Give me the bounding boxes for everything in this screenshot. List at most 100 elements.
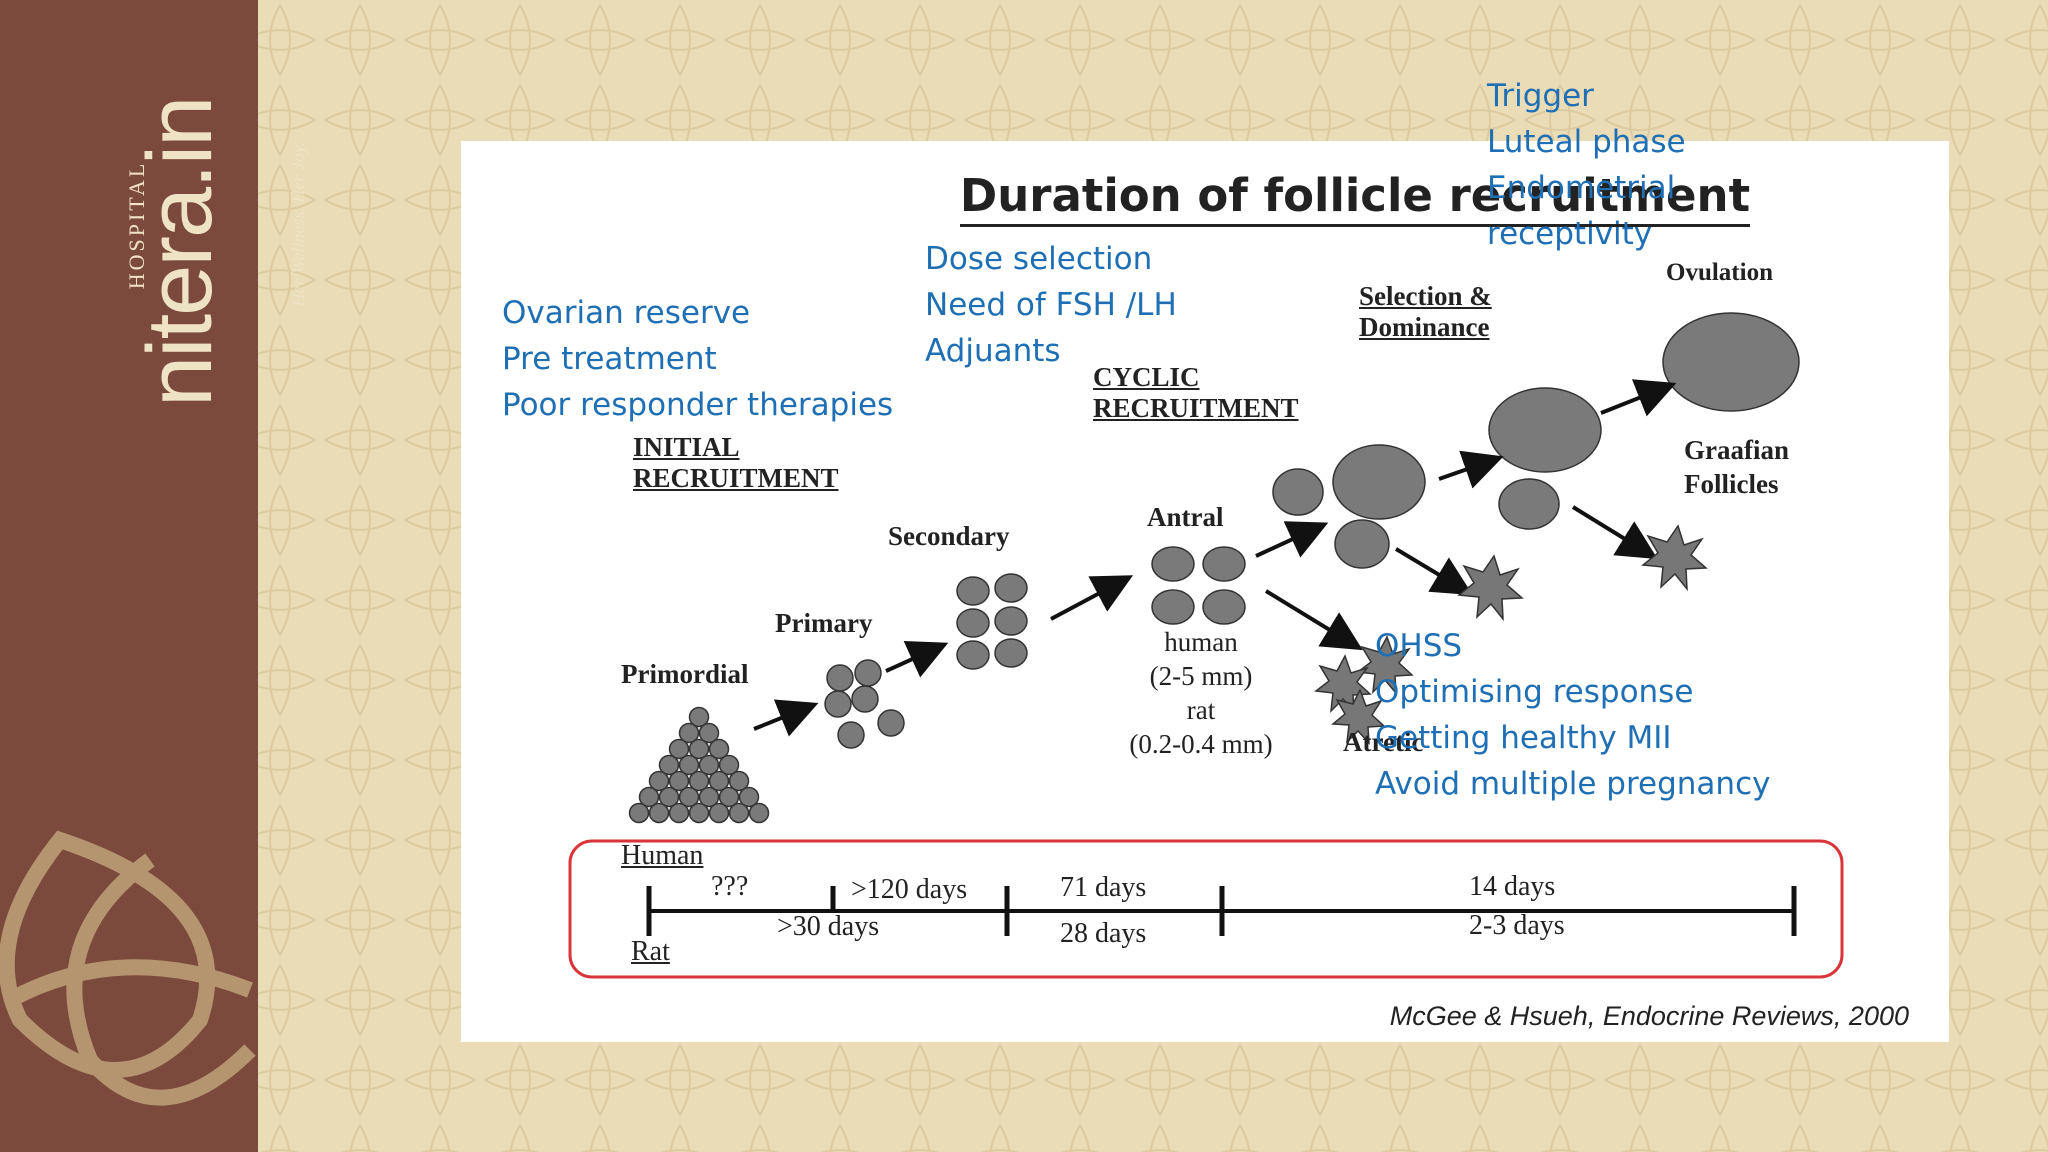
note-line: Poor responder therapies <box>502 387 894 423</box>
label-secondary: Secondary <box>888 521 1010 551</box>
follicle-circle <box>1202 589 1246 625</box>
brand-logo: HOSPITAL nitera.in Her Wellness. Her Joy… <box>110 72 308 407</box>
label-ovulation: Ovulation <box>1666 259 1773 286</box>
follicle-circle <box>728 802 750 824</box>
follicle-circle <box>708 802 730 824</box>
timeline <box>568 839 1844 979</box>
timeline-unknown: ??? <box>711 871 749 902</box>
decorative-knot-icon <box>0 830 256 1106</box>
follicle-circle <box>678 786 700 808</box>
note-line: Endometrial <box>1487 170 1676 206</box>
note-line: receptivity <box>1487 216 1653 252</box>
timeline-rat-28: 28 days <box>1060 918 1147 949</box>
arrow-antral-selection <box>1255 521 1329 558</box>
note-line: Adjuants <box>925 333 1061 369</box>
arrow-secondary-antral <box>1050 575 1134 621</box>
follicle-circle <box>698 754 720 776</box>
note-line: Getting healthy MII <box>1375 720 1672 756</box>
label-antral: Antral <box>1147 502 1224 532</box>
arrow-dominant-ovulation <box>1600 379 1677 417</box>
follicle-circle <box>708 738 730 760</box>
follicle-arrows <box>753 379 1677 737</box>
note-dose: Dose selection Need of FSH /LH Adjuants <box>925 236 1177 374</box>
follicle-circle <box>698 722 720 744</box>
citation: McGee & Hsueh, Endocrine Reviews, 2000 <box>1389 1001 1909 1031</box>
follicle-circle <box>1332 444 1426 520</box>
label-cyclic-recruitment: CYCLIC RECRUITMENT <box>1093 362 1299 423</box>
note-trigger: Trigger Luteal phase Endometrial recepti… <box>1487 73 1686 257</box>
follicle-circle <box>877 709 905 737</box>
follicle-circle <box>668 802 690 824</box>
label-initial-recruitment: INITIAL RECRUITMENT <box>633 432 839 493</box>
follicle-circle <box>824 690 852 718</box>
antral-sizes: human (2-5 mm) rat (0.2-0.4 mm) <box>1106 625 1296 761</box>
note-line: Need of FSH /LH <box>925 287 1177 323</box>
note-line: Ovarian reserve <box>502 295 751 331</box>
follicle-circle <box>678 754 700 776</box>
follicle-circle <box>1498 478 1560 530</box>
note-ovarian: Ovarian reserve Pre treatment Poor respo… <box>502 290 893 428</box>
note-line: Pre treatment <box>502 341 717 377</box>
atretic-follicles <box>1314 524 1708 746</box>
follicle-circle <box>708 770 730 792</box>
follicle-circle <box>648 770 670 792</box>
brand-name: nitera.in <box>129 97 231 407</box>
slide-title-text: Duration of follicle recruitment <box>959 169 1751 227</box>
follicle-circle <box>1272 468 1324 516</box>
follicle-circle <box>648 802 670 824</box>
timeline-rat-label: Rat <box>631 936 670 967</box>
slide-title: Duration of follicle recruitment <box>611 169 2048 227</box>
follicle-circle <box>994 573 1028 603</box>
antral-size-line: (0.2-0.4 mm) <box>1129 729 1273 759</box>
arrow-primordial-primary <box>753 699 819 737</box>
follicle-circle <box>698 786 720 808</box>
follicle-circle <box>728 770 750 792</box>
follicle-circle <box>851 685 879 713</box>
arrow-primary-secondary <box>885 641 949 678</box>
follicle-circle <box>668 770 690 792</box>
note-line: Trigger <box>1487 78 1594 114</box>
note-line: Avoid multiple pregnancy <box>1375 766 1771 802</box>
antral-size-line: human <box>1164 627 1238 657</box>
timeline-border <box>568 839 1844 979</box>
follicle-circle <box>994 606 1028 636</box>
follicle-circle <box>1662 312 1800 412</box>
sidebar: HOSPITAL nitera.in Her Wellness. Her Joy… <box>0 0 308 1152</box>
follicle-circle <box>1151 546 1195 582</box>
label-graafian-follicles: Graafian Follicles <box>1684 435 1789 499</box>
note-line: OHSS <box>1375 628 1463 664</box>
antral-size-line: rat <box>1186 695 1216 725</box>
follicle-group <box>628 312 1800 824</box>
atretic-star <box>1641 524 1708 592</box>
follicle-circle <box>718 786 740 808</box>
follicle-circle <box>718 754 740 776</box>
timeline-rat-30: >30 days <box>777 911 880 942</box>
atretic-star <box>1457 554 1524 622</box>
note-line: Luteal phase <box>1487 124 1686 160</box>
follicle-diagram <box>568 312 1844 979</box>
label-primordial: Primordial <box>621 659 749 689</box>
follicle-circle <box>658 754 680 776</box>
arrow-antral-atretic <box>1264 589 1363 651</box>
atretic-star <box>1314 654 1372 715</box>
follicle-circle <box>688 738 710 760</box>
follicle-circle <box>628 802 650 824</box>
label-selection-dominance: Selection & Dominance <box>1359 281 1492 342</box>
follicle-circle <box>1334 519 1390 569</box>
timeline-human-label: Human <box>621 840 704 871</box>
follicle-circle <box>1202 546 1246 582</box>
follicle-circle <box>956 640 990 670</box>
atretic-star <box>1356 635 1414 696</box>
figure-panel: Duration of follicle recruitment <box>461 141 1949 1042</box>
follicle-circle <box>1488 387 1602 473</box>
follicle-circle <box>738 786 760 808</box>
follicle-circle <box>1151 589 1195 625</box>
note-ohss: OHSS Optimising response Getting healthy… <box>1375 623 1770 807</box>
label-primary: Primary <box>775 608 873 638</box>
timeline-rat-2-3: 2-3 days <box>1469 910 1565 941</box>
note-line: Optimising response <box>1375 674 1694 710</box>
follicle-circle <box>678 722 700 744</box>
follicle-circle <box>688 770 710 792</box>
follicle-circle <box>956 608 990 638</box>
follicle-circle <box>658 786 680 808</box>
